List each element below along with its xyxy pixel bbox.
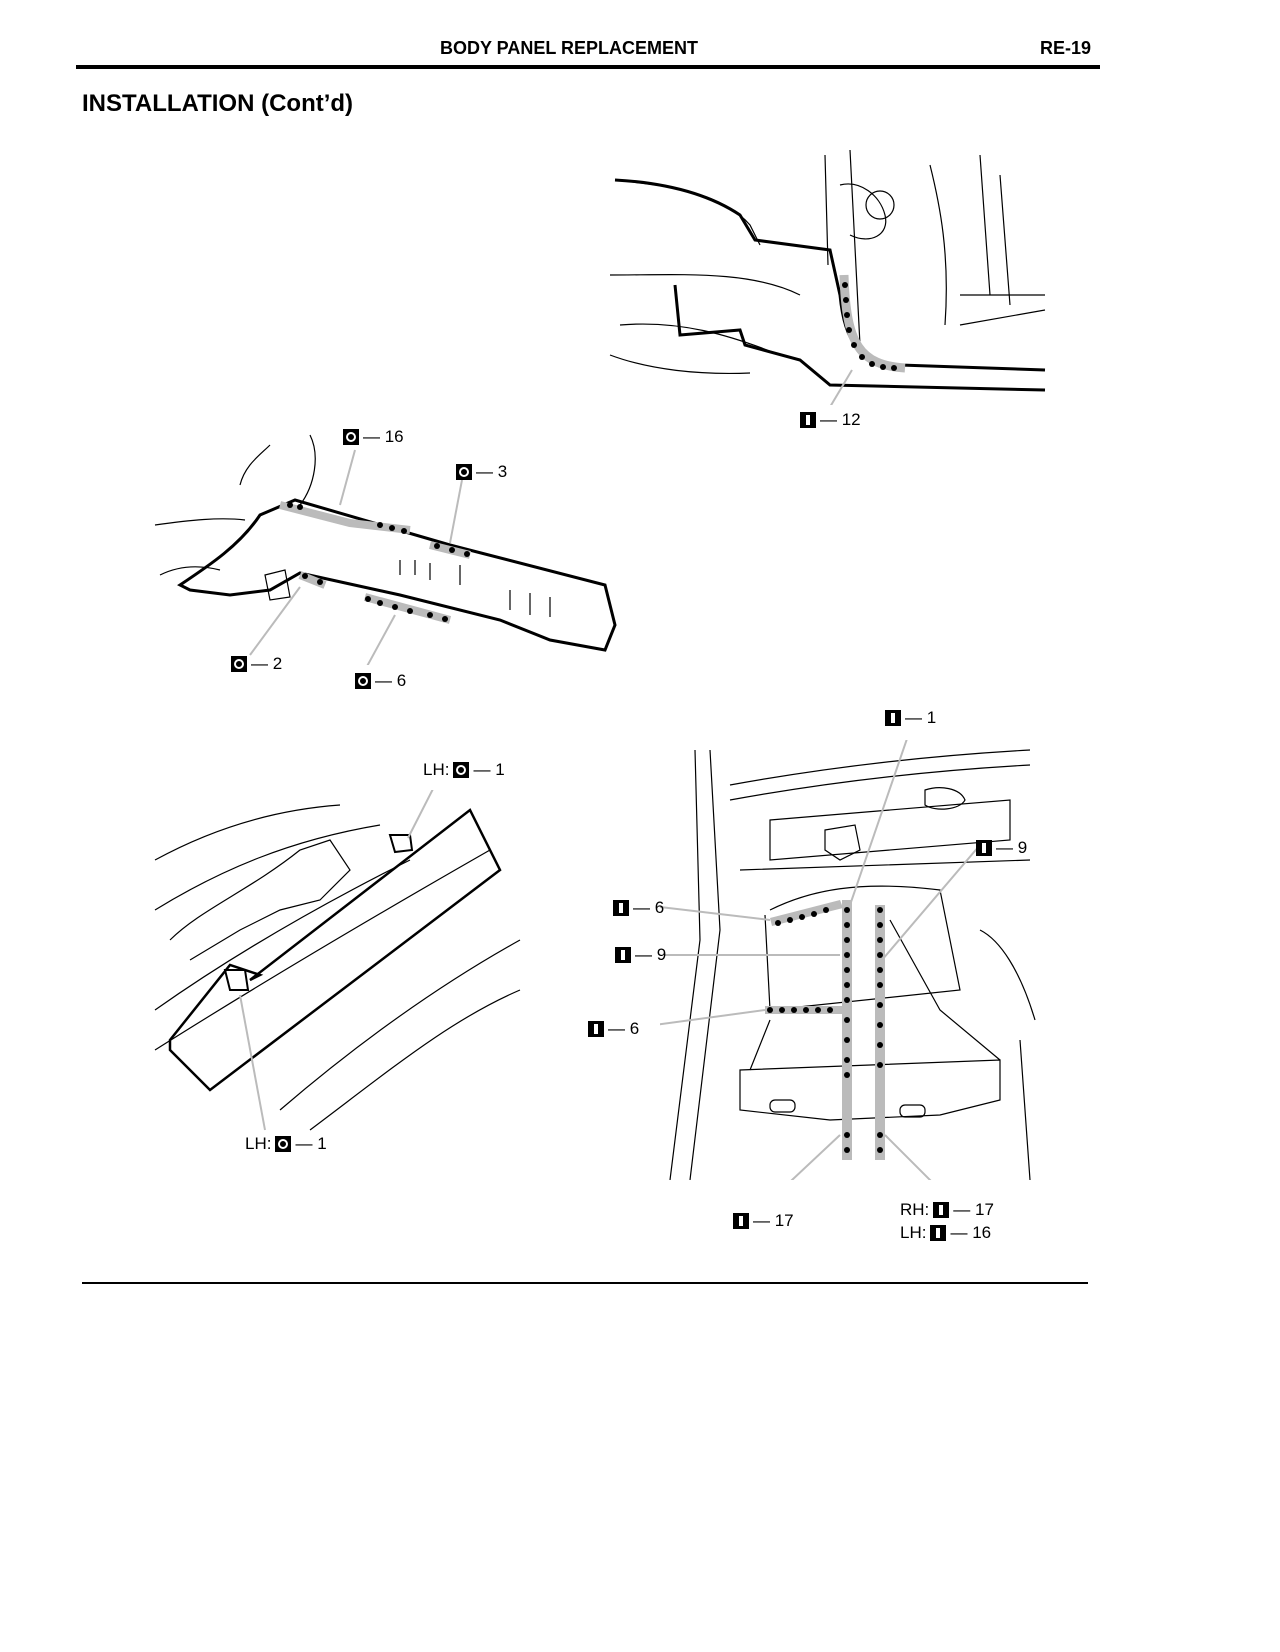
footer-rule — [82, 1282, 1088, 1284]
callout-fig4-rh17: RH: — 17 — [900, 1200, 994, 1219]
callout-fig4-6-bottom: — 6 — [588, 1019, 639, 1039]
figure-rocker-pillar — [609, 149, 1046, 405]
circle-weld-icon — [275, 1136, 292, 1152]
header-title: BODY PANEL REPLACEMENT — [440, 38, 699, 58]
section-title: INSTALLATION (Cont’d) — [82, 90, 354, 117]
callout-fig4-1: — 1 — [885, 708, 936, 728]
circle-weld-icon — [456, 464, 472, 480]
bar-weld-icon — [615, 947, 631, 963]
bar-weld-icon — [733, 1213, 749, 1229]
bar-weld-icon — [976, 840, 992, 856]
callout-fig4-6-top: — 6 — [613, 898, 664, 918]
bar-weld-icon — [933, 1202, 950, 1218]
bar-weld-icon — [885, 710, 901, 726]
callout-fig3-lh1-bottom: LH: — 1 — [245, 1134, 327, 1153]
callout-fig4-9-right: — 9 — [976, 838, 1027, 858]
figure-sill-panel — [154, 790, 521, 1131]
callout-fig4-9-left: — 9 — [615, 945, 666, 965]
callout-fig2-16: — 16 — [343, 427, 404, 447]
bar-weld-icon — [930, 1225, 947, 1241]
callout-fig2-2: — 2 — [231, 654, 282, 674]
callout-fig2-6: — 6 — [355, 671, 406, 691]
figure-side-member — [154, 434, 617, 665]
figure-floor-panel — [660, 740, 1036, 1180]
header-rule — [76, 65, 1100, 69]
circle-weld-icon — [355, 673, 371, 689]
circle-weld-icon — [453, 762, 470, 778]
bar-weld-icon — [613, 900, 629, 916]
page-number: RE-19 — [1040, 38, 1092, 58]
callout-fig4-17: — 17 — [733, 1211, 794, 1231]
bar-weld-icon — [588, 1021, 604, 1037]
bar-weld-icon — [800, 412, 816, 428]
callout-fig2-3: — 3 — [456, 462, 507, 482]
callout-fig1-12: — 12 — [800, 410, 861, 430]
circle-weld-icon — [231, 656, 247, 672]
callout-fig3-lh1-top: LH: — 1 — [423, 760, 505, 779]
circle-weld-icon — [343, 429, 359, 445]
callout-fig4-lh16: LH: — 16 — [900, 1223, 992, 1242]
